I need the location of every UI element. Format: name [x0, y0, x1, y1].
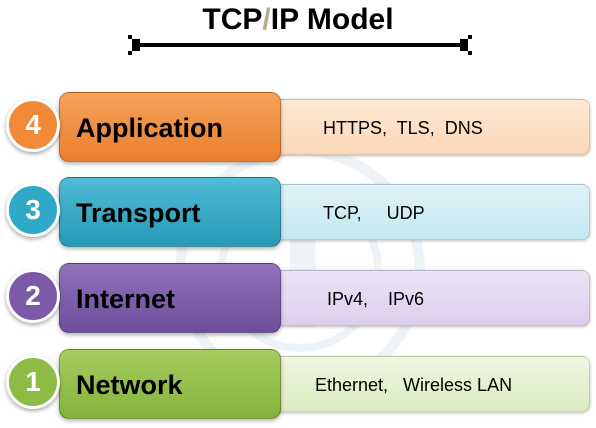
diagram-title: TCP/IP Model	[0, 0, 596, 40]
layer-1-protocols: Ethernet, Wireless LAN	[266, 356, 590, 412]
layer-3-name: Transport	[59, 177, 281, 247]
layer-2-number-badge: 2	[6, 269, 60, 323]
layer-4-protocols: HTTPS, TLS, DNS	[266, 99, 590, 155]
title-slash: /	[262, 3, 271, 36]
layer-3-number-badge: 3	[6, 183, 60, 237]
layer-2-name: Internet	[59, 263, 281, 333]
layer-1-number-badge: 1	[6, 355, 60, 409]
layer-transport: TCP, UDP Transport 3	[0, 177, 596, 253]
layer-4-number-badge: 4	[6, 98, 60, 152]
layer-application: HTTPS, TLS, DNS Application 4	[0, 92, 596, 168]
title-part-ip-model: IP Model	[270, 3, 394, 36]
layer-2-protocols: IPv4, IPv6	[266, 270, 590, 326]
layer-1-name: Network	[59, 349, 281, 419]
layer-internet: IPv4, IPv6 Internet 2	[0, 263, 596, 339]
layer-network: Ethernet, Wireless LAN Network 1	[0, 349, 596, 425]
title-underline	[128, 35, 472, 55]
title-part-tcp: TCP	[202, 3, 263, 36]
layer-4-name: Application	[59, 92, 281, 162]
layer-3-protocols: TCP, UDP	[266, 184, 590, 240]
